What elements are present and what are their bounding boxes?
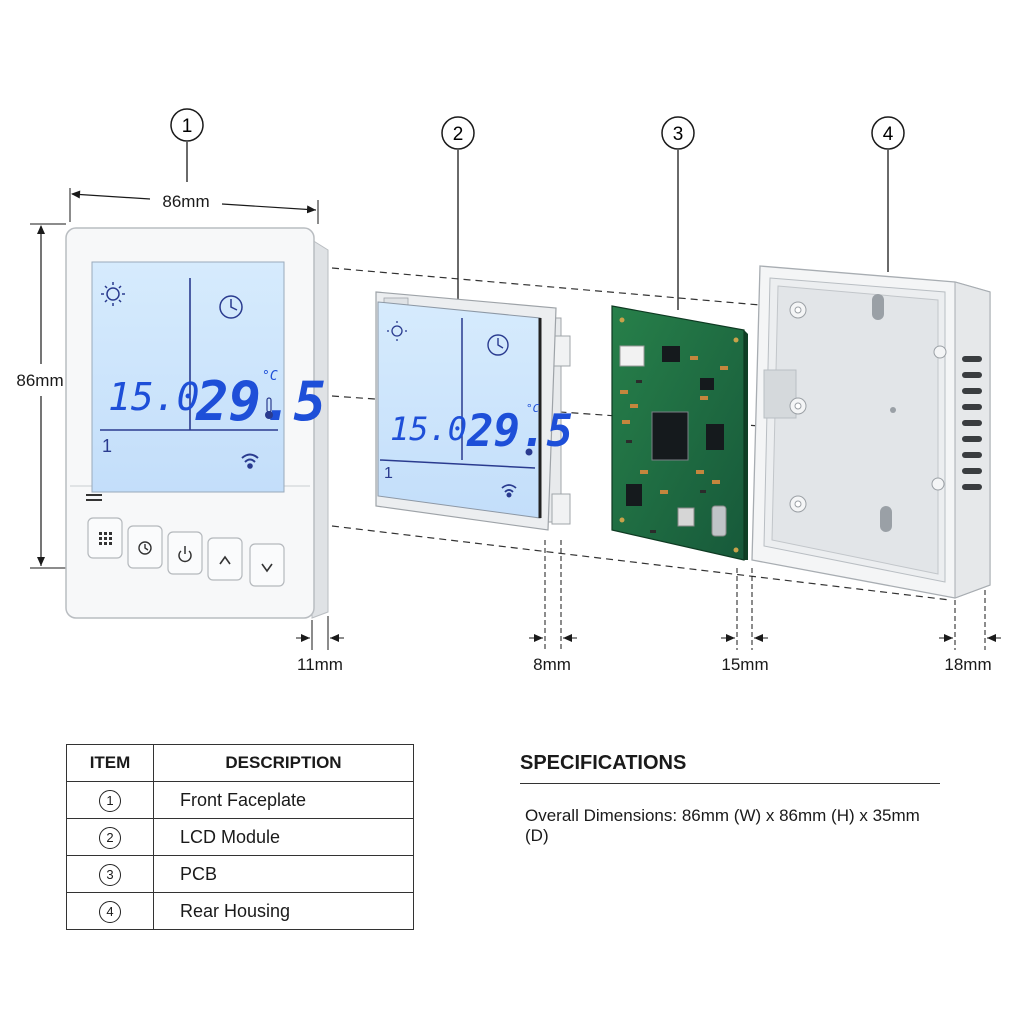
wifi-icon bbox=[501, 484, 517, 498]
down-button[interactable] bbox=[249, 543, 285, 587]
item-description: Front Faceplate bbox=[153, 781, 414, 819]
width-label: 86mm bbox=[162, 192, 209, 211]
clock-icon bbox=[138, 541, 152, 555]
callout-3-number: 3 bbox=[673, 124, 684, 145]
power-icon bbox=[178, 546, 192, 563]
faceplate-lcd-screen bbox=[91, 261, 285, 493]
thermometer-icon bbox=[525, 448, 533, 456]
specifications-block: SPECIFICATIONS Overall Dimensions: 86mm … bbox=[520, 752, 940, 846]
temp-unit: °C bbox=[262, 369, 278, 384]
program-number: 1 bbox=[102, 436, 112, 456]
vent-slots bbox=[962, 356, 982, 490]
faceplate-depth-label: 11mm bbox=[297, 655, 343, 674]
down-arrow-icon bbox=[261, 563, 273, 573]
callout-4: 4 bbox=[871, 116, 905, 272]
height-dimension: 86mm bbox=[16, 223, 66, 569]
table-header-row: ITEM DESCRIPTION bbox=[66, 744, 414, 782]
clock-icon bbox=[219, 295, 243, 319]
lcd-room-temperature: 29.5 bbox=[466, 406, 573, 457]
lcd-temp-unit: °C bbox=[526, 402, 540, 415]
front-faceplate: 15.0 29.5 °C 1 bbox=[65, 227, 329, 619]
item-description: PCB bbox=[153, 855, 414, 893]
overall-dimensions: Overall Dimensions: 86mm (W) x 86mm (H) … bbox=[525, 806, 920, 845]
pcb-depth-label: 15mm bbox=[721, 655, 768, 674]
set-temperature: 15.0 bbox=[108, 375, 200, 419]
callout-1-number: 1 bbox=[182, 116, 193, 137]
clock-icon bbox=[487, 334, 509, 356]
up-button[interactable] bbox=[207, 537, 243, 581]
wifi-icon bbox=[241, 453, 259, 469]
item-description: Rear Housing bbox=[153, 892, 414, 930]
callout-2: 2 bbox=[441, 116, 475, 300]
lcd-program-number: 1 bbox=[384, 465, 393, 482]
main-chip bbox=[651, 411, 689, 461]
sun-icon bbox=[101, 282, 125, 306]
depth-dimensions bbox=[296, 540, 1001, 650]
callout-2-number: 2 bbox=[453, 124, 464, 145]
callout-3: 3 bbox=[661, 116, 695, 310]
lcd-set-temperature: 15.0 bbox=[390, 410, 467, 448]
thermometer-icon bbox=[265, 397, 273, 419]
table-row: 2 LCD Module bbox=[66, 818, 414, 856]
housing-depth-label: 18mm bbox=[944, 655, 991, 674]
clock-button[interactable] bbox=[127, 525, 163, 569]
item-number: 2 bbox=[99, 826, 121, 849]
room-temperature: 29.5 bbox=[195, 370, 326, 433]
height-label: 86mm bbox=[16, 371, 63, 390]
item-number: 3 bbox=[99, 863, 121, 886]
grid-button[interactable] bbox=[87, 517, 123, 559]
item-description: LCD Module bbox=[153, 818, 414, 856]
connector bbox=[619, 345, 645, 367]
width-dimension: 86mm bbox=[69, 188, 319, 224]
item-number: 1 bbox=[99, 789, 121, 812]
alignment-lines bbox=[331, 267, 951, 601]
parts-table: ITEM DESCRIPTION 1 Front Faceplate 2 LCD… bbox=[66, 744, 414, 930]
item-column-header: ITEM bbox=[66, 744, 154, 782]
sun-icon bbox=[387, 321, 407, 341]
lcd-depth-label: 8mm bbox=[533, 655, 571, 674]
power-button[interactable] bbox=[167, 531, 203, 575]
description-column-header: DESCRIPTION bbox=[153, 744, 414, 782]
lcd-module: 15.0 29.5 °C 1 bbox=[375, 291, 573, 531]
menu-icon bbox=[86, 494, 102, 501]
specifications-title: SPECIFICATIONS bbox=[520, 752, 940, 784]
table-row: 1 Front Faceplate bbox=[66, 781, 414, 819]
exploded-view-diagram: 1 86mm 86mm bbox=[16, 108, 1001, 674]
item-number: 4 bbox=[99, 900, 121, 923]
callout-4-number: 4 bbox=[883, 124, 894, 145]
up-arrow-icon bbox=[219, 555, 231, 565]
pcb-board bbox=[611, 305, 748, 561]
rear-housing bbox=[751, 265, 991, 599]
callout-1: 1 bbox=[170, 108, 204, 182]
table-row: 3 PCB bbox=[66, 855, 414, 893]
grid-icon bbox=[99, 532, 112, 545]
table-row: 4 Rear Housing bbox=[66, 892, 414, 930]
